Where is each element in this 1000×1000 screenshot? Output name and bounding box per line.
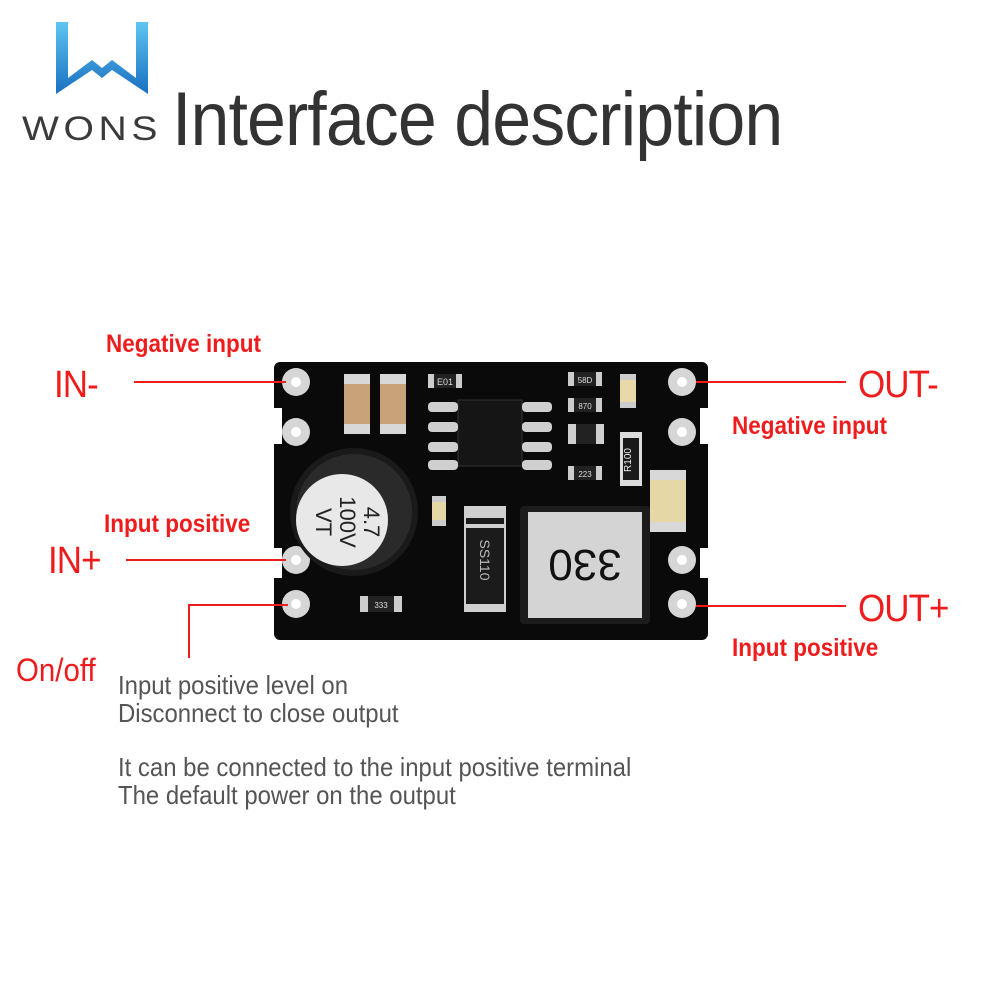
out-plus-leader-line bbox=[696, 605, 846, 607]
in-plus-leader-line bbox=[126, 559, 286, 561]
note-line-3: It can be connected to the input positiv… bbox=[118, 752, 632, 782]
out-minus-leader-line bbox=[696, 381, 846, 383]
chip-58d-label: 58D bbox=[578, 376, 593, 385]
out-plus-description: Input positive bbox=[732, 634, 879, 662]
note-line-1: Input positive level on bbox=[118, 670, 349, 700]
out-minus-description: Negative input bbox=[732, 412, 888, 440]
on-off-leader-line-vertical bbox=[188, 604, 190, 658]
inductor-code: 330 bbox=[548, 540, 621, 589]
chip-e01-label: E01 bbox=[437, 377, 453, 387]
on-off-label: On/off bbox=[16, 652, 96, 688]
on-off-leader-line-horizontal bbox=[188, 604, 288, 606]
capacitor-voltage: 100V bbox=[335, 496, 360, 548]
diode-code: SS110 bbox=[477, 540, 493, 581]
out-minus-label: OUT- bbox=[858, 364, 939, 406]
in-plus-description: Input positive bbox=[104, 510, 251, 538]
chip-333-label: 333 bbox=[374, 601, 388, 610]
chip-870-label: 870 bbox=[578, 402, 592, 411]
capacitor-value: 4.7 bbox=[359, 507, 384, 538]
page-title: Interface description bbox=[172, 77, 783, 162]
resistor-r100-label: R100 bbox=[623, 448, 634, 472]
out-plus-label: OUT+ bbox=[858, 588, 949, 630]
in-minus-description: Negative input bbox=[106, 330, 262, 358]
in-minus-label: IN- bbox=[54, 364, 99, 406]
capacitor-series: VT bbox=[311, 508, 336, 536]
pcb-board-drawing: E01 58D 870 223 R100 bbox=[268, 362, 714, 640]
pcb-board: E01 58D 870 223 R100 bbox=[268, 360, 714, 644]
brand-name: WONS bbox=[22, 110, 163, 148]
chip-223-label: 223 bbox=[578, 470, 592, 479]
note-line-2: Disconnect to close output bbox=[118, 698, 399, 728]
brand-logo bbox=[52, 20, 152, 100]
brand-logo-mark-icon bbox=[56, 22, 148, 94]
in-minus-leader-line bbox=[134, 381, 286, 383]
electrolytic-capacitor-markings: 4.7 100V VT bbox=[311, 496, 384, 548]
in-plus-label: IN+ bbox=[48, 540, 102, 582]
note-line-4: The default power on the output bbox=[118, 780, 456, 810]
